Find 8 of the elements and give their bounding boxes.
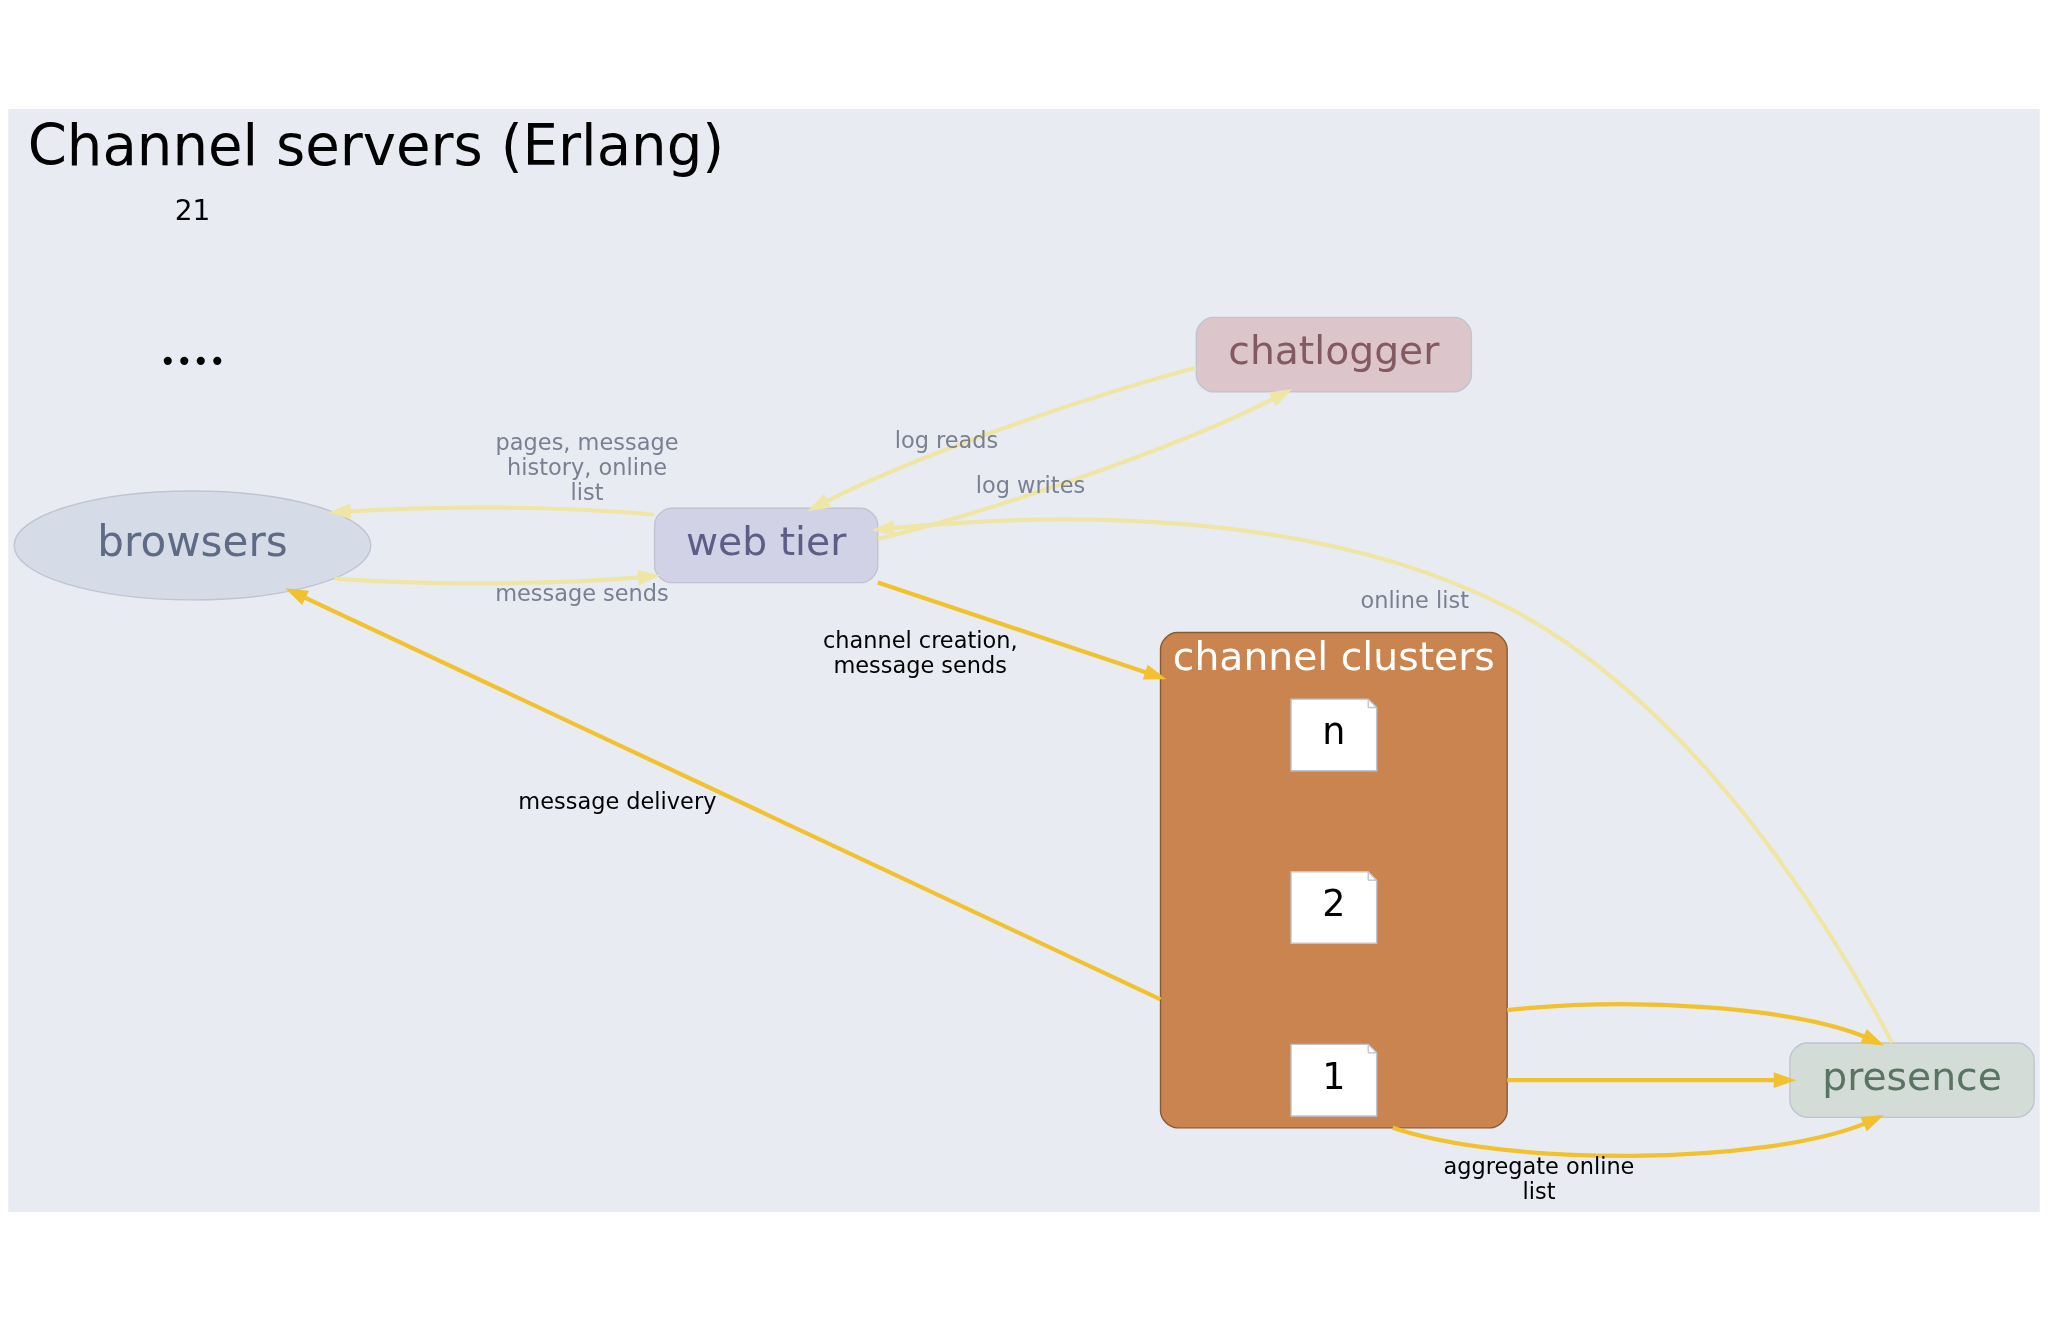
edge-label: aggregate online list: [1443, 1152, 1635, 1204]
edge-label: message delivery: [518, 787, 717, 814]
label: 21: [174, 193, 211, 227]
edge-label: online list: [1360, 586, 1469, 613]
label: ••••: [159, 344, 226, 378]
edge-label: channel creation, message sends: [822, 626, 1018, 678]
diagram-title: Channel servers (Erlang): [27, 112, 725, 178]
edge-label: pages, message history, online list: [495, 428, 679, 505]
